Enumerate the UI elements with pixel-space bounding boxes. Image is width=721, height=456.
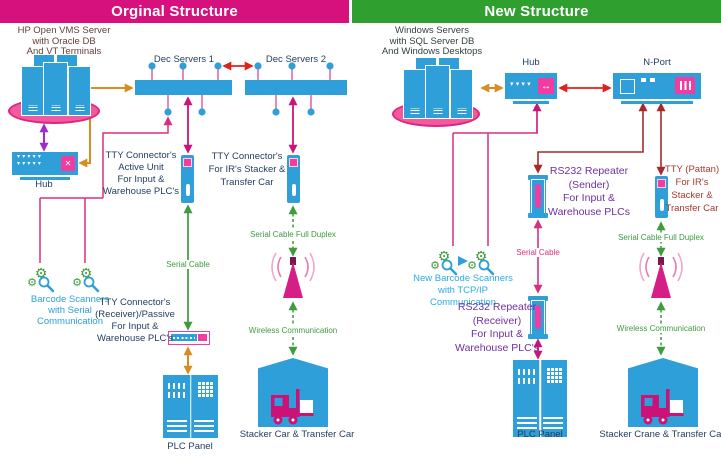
barcode-scanners-label: Barcode Scanners with Serial Communicati… xyxy=(30,294,110,327)
windows-servers-icon xyxy=(392,57,480,127)
rs232-receiver-device xyxy=(528,296,548,339)
hub-uplink-icon: ✕ xyxy=(61,156,75,171)
nport-screen-icon xyxy=(620,79,635,94)
tty-active-label: TTY Connector's Active Unit For Input & … xyxy=(103,150,179,197)
plc-panel-label-original: PLC Panel xyxy=(167,441,213,452)
dec2-top-ports-icon xyxy=(257,69,331,81)
plc-panel-label-new: PLC Panel xyxy=(517,429,563,440)
header-new-title: New Structure xyxy=(484,3,589,20)
svg-text:⚙: ⚙ xyxy=(72,276,82,289)
serial-full-duplex-label-original: Serial Cable Full Duplex xyxy=(249,230,337,239)
tty-receiver-label: TTY Connector's (Receiver)/Passive For I… xyxy=(95,297,175,344)
plc-panel-new xyxy=(513,360,567,437)
tty-port-icon xyxy=(289,158,298,167)
dec-bottom-ports-icon xyxy=(167,95,312,109)
header-original: Orginal Structure xyxy=(0,0,349,23)
serial-cable-label-original: Serial Cable xyxy=(165,260,211,269)
barcode-scanner-icon-2: ⚙ ⚙ xyxy=(72,266,100,293)
stacker-label-original: Stacker Car & Transfer Car xyxy=(239,429,355,440)
hub-ports-icon: ▾▾▾▾ xyxy=(510,81,533,88)
rs232-sender-label: RS232 Repeater (Sender) For Input & Ware… xyxy=(548,165,630,218)
hp-servers-icon xyxy=(8,54,100,124)
dec-servers-2-bar xyxy=(245,80,347,95)
tty-port-icon xyxy=(183,158,192,167)
windows-servers-label: Windows Servers with SQL Server DB And W… xyxy=(381,25,483,57)
wireless-antenna-icon-original xyxy=(271,252,315,298)
rs232-sender-device xyxy=(528,175,548,218)
dec-servers-1-label: Dec Servers 1 xyxy=(153,54,215,65)
scanner-branch-connector xyxy=(39,197,103,263)
wireless-label-new: Wireless Communication xyxy=(615,324,707,333)
nport-sender-connector xyxy=(533,102,648,174)
header-original-title: Orginal Structure xyxy=(111,3,238,20)
hp-servers-label: HP Open VMS Server with Oracle DB And VT… xyxy=(17,25,111,57)
stacker-label-new: Stacker Crane & Transfer Car xyxy=(599,429,721,440)
dec-servers-2-label: Dec Servers 2 xyxy=(265,54,327,65)
stacker-warehouse-icon-new xyxy=(628,358,698,427)
scanner-uplink-connector xyxy=(102,116,173,198)
hub-ports-icon: ▾▾▾▾▾▾▾▾▾▾ xyxy=(17,154,44,167)
serial-cable-label-new: Serial Cable xyxy=(515,248,561,257)
plc-panel-original xyxy=(163,375,218,438)
new-barcode-scanners-label: New Barcode Scanners with TCP/IP Communi… xyxy=(413,273,513,308)
nport-label: N-Port xyxy=(643,57,671,68)
hub-uplink-icon: ↔ xyxy=(538,78,554,94)
wireless-label-original: Wireless Communication xyxy=(247,326,339,335)
new-barcode-scanner-icon-2: ⚙ ⚙ xyxy=(467,249,495,276)
dec-top-port-dots xyxy=(148,62,334,70)
hub-device-new: ▾▾▾▾ ↔ xyxy=(505,73,557,99)
tty-active-device xyxy=(181,155,194,203)
tty-port-icon xyxy=(657,179,666,188)
hub-label-new: Hub xyxy=(522,57,540,68)
barcode-scanner-icon-1: ⚙ ⚙ xyxy=(27,266,55,293)
nport-device xyxy=(613,73,701,99)
tty-ir-device xyxy=(287,155,300,203)
new-barcode-scanner-icon-1: ⚙ ⚙ xyxy=(430,249,458,276)
dec1-top-ports-icon xyxy=(151,69,219,81)
dec-servers-1-bar xyxy=(135,80,232,95)
header-new: New Structure xyxy=(352,0,721,23)
tty-pattan-device xyxy=(655,176,668,218)
serial-full-duplex-label-new: Serial Cable Full Duplex xyxy=(617,233,705,242)
tty-receiver-device xyxy=(168,331,210,345)
hub-base xyxy=(20,177,70,180)
nport-base xyxy=(621,101,693,104)
stacker-warehouse-icon-original xyxy=(258,358,328,427)
svg-text:⚙: ⚙ xyxy=(27,276,37,289)
svg-text:⚙: ⚙ xyxy=(430,259,440,272)
rs232-receiver-label: RS232 Repeater (Receiver) For Input & Wa… xyxy=(455,301,539,354)
wireless-antenna-icon-new xyxy=(639,252,683,298)
svg-text:⚙: ⚙ xyxy=(467,259,477,272)
nport-ports-icon xyxy=(675,77,695,94)
new-scanner-branch-connector xyxy=(452,132,538,246)
hub-label-original: Hub xyxy=(35,179,53,190)
forklift-icon xyxy=(641,389,684,425)
hub-device-original: ▾▾▾▾▾▾▾▾▾▾ ✕ xyxy=(12,152,78,175)
tty-pattan-label: TTY (Pattan) For IR's Stacker & Transfer… xyxy=(664,164,720,214)
dec-bottom-port-dots xyxy=(164,108,315,116)
hub-dec1-orange-connector xyxy=(78,83,134,168)
forklift-icon xyxy=(271,389,314,425)
hub-base-new xyxy=(513,101,549,104)
tty-ir-label: TTY Connector's For IR's Stacker & Trans… xyxy=(208,151,286,188)
